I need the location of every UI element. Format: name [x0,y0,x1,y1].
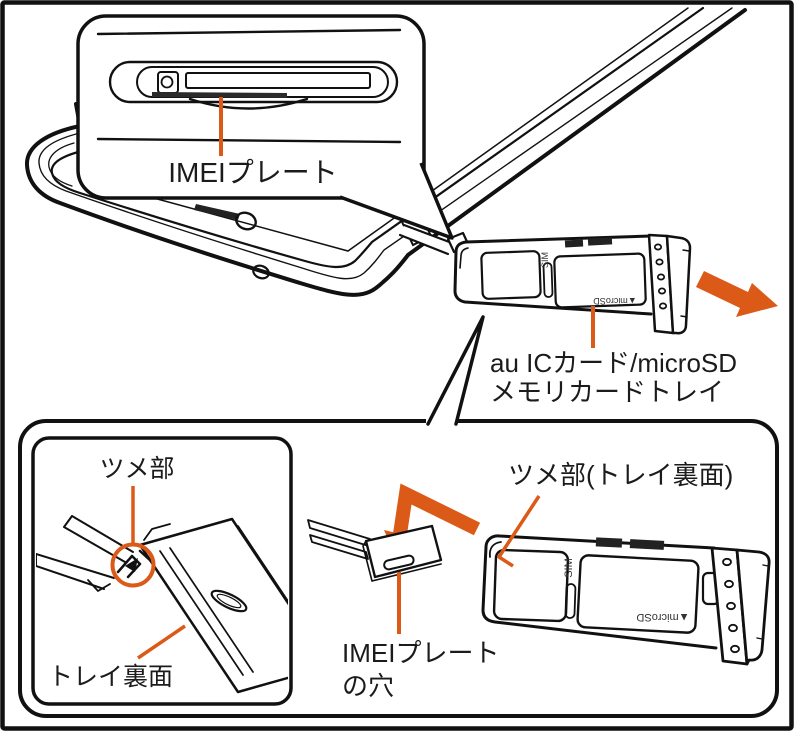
tray-rear-icon [481,534,771,666]
mic-hole-icon [252,264,270,280]
imei-plate-label: IMEIプレート [168,157,338,188]
tray-back-label: トレイ裏面 [48,663,173,691]
imei-plate-hole-icon [383,554,415,571]
tray-label-line1: au ICカード/microSD [490,348,737,378]
detail-panel: ツメ部 トレイ裏面 [18,315,779,718]
imei-hole-label-line1: IMEIプレート [342,638,499,668]
sim-marking-rear: SIM [563,558,575,578]
claw-label: ツメ部 [99,455,174,483]
sim-tray [398,223,692,335]
claw-tray-back-label: ツメ部(トレイ裏面) [508,460,733,490]
claw-highlight-circle [110,542,156,588]
microsd-marking: ▲microSD [593,296,637,306]
sim-marking: SIM [540,252,550,268]
camera-hole-icon [235,211,257,231]
tray-label-line2: メモリカードトレイ [490,377,724,407]
callout-bubble: IMEIプレート [76,14,454,240]
microsd-pocket-rear-icon [576,554,700,634]
imei-hole-label-line2: の穴 [342,671,394,701]
microsd-pocket-icon [553,252,647,309]
sim-pocket-icon [480,250,542,300]
tray-back-pointer [137,624,186,660]
microsd-marking-rear: ▲microSD [636,611,689,623]
callout-tail [339,162,454,240]
imei-plate-zoom-icon [185,72,371,89]
tray-rear-detail: SIM ▲microSD ツメ部(トレイ裏面) IMEIプレート の穴 [307,460,771,701]
imei-plate-icon [307,519,443,582]
panel-pointer-lines [426,315,485,426]
claw-detail-box: ツメ部 トレイ裏面 [31,436,293,706]
pull-arrow-icon [696,271,778,317]
earpiece-slot-icon [194,204,240,220]
claw-rear-pointer [497,495,541,568]
